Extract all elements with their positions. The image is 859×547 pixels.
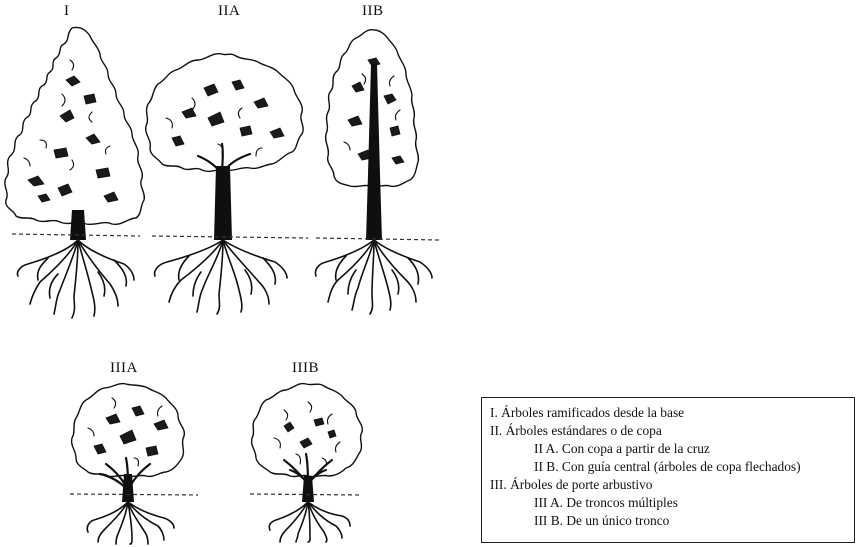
legend-line: II A. Con copa a partir de la cruz — [490, 440, 854, 458]
tree-label-iib: IIB — [362, 3, 384, 20]
tree-iiib-illustration — [244, 380, 374, 544]
tree-label-i: I — [64, 3, 70, 20]
legend-line: III A. De troncos múltiples — [490, 494, 854, 512]
tree-iiia-illustration — [62, 378, 202, 544]
legend-line: I. Árboles ramificados desde la base — [490, 404, 854, 422]
tree-label-iiia: IIIA — [110, 360, 138, 377]
tree-label-iia: IIA — [218, 3, 240, 20]
legend-line: II B. Con guía central (árboles de copa … — [490, 458, 854, 476]
tree-iia-illustration — [142, 48, 312, 313]
legend-line: III. Árboles de porte arbustivo — [490, 476, 854, 494]
tree-label-iiib: IIIB — [292, 360, 319, 377]
legend-line: II. Árboles estándares o de copa — [490, 422, 854, 440]
legend-line: III B. De un único tronco — [490, 512, 854, 530]
tree-iib-illustration — [308, 24, 448, 309]
tree-i-illustration — [0, 20, 160, 315]
